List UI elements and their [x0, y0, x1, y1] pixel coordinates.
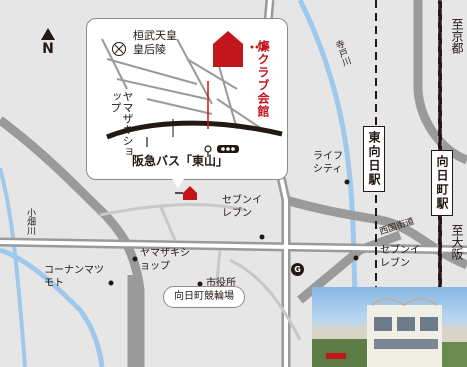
keirin-label: 向日町競輪場	[163, 286, 245, 308]
river-left	[0, 167, 27, 367]
bus-stop-label: 阪急バス「東山」	[132, 154, 229, 168]
venue-house-icon	[213, 31, 243, 67]
muko-machi-station: 向日町駅	[431, 150, 453, 216]
yamazaki-shop-dot	[132, 256, 138, 262]
north-arrow-icon	[41, 28, 55, 40]
venue-house-small	[183, 186, 197, 200]
konan-dot	[108, 280, 114, 286]
north-label: N	[42, 41, 54, 57]
life-city-dot	[344, 179, 350, 185]
tomb-label: 桓武天皇 皇后陵	[133, 29, 177, 56]
callout-box: 桓武天皇 皇后陵 ヤマザキショップ	[86, 18, 288, 180]
obata-river-label: 小畑川	[25, 208, 35, 235]
callout-yamazaki-label: ヤマザキショップ	[109, 91, 134, 157]
seven-eleven-2-dot	[353, 255, 359, 261]
kyoto-direction: 至京都	[450, 18, 464, 54]
higashi-muko-station: 東向日駅	[363, 126, 385, 192]
venue-name: 燦クラブ会館	[256, 40, 270, 118]
seven-eleven-1-dot	[259, 234, 265, 240]
north-indicator: N	[36, 28, 60, 58]
g-mark-icon: G	[291, 263, 304, 276]
callout-detail-map	[101, 31, 283, 157]
life-city-label: ライフシティ	[313, 151, 343, 175]
seven-eleven-1-label: セブンイレブン	[222, 195, 262, 219]
river-obata	[0, 247, 105, 367]
seven-eleven-2-label: セブンイレブン	[380, 245, 420, 269]
building-photo	[312, 287, 467, 367]
building-illustration	[312, 298, 467, 367]
osaka-direction: 至大阪	[450, 224, 464, 260]
yamazaki-shop-label: ヤマザキショップ	[140, 248, 190, 272]
city-hall-dot	[197, 281, 203, 287]
konan-matsumoto-label: コーナンマツモト	[44, 265, 104, 289]
city-hall-label: 市役所	[206, 278, 236, 289]
callout-tail	[170, 176, 186, 188]
